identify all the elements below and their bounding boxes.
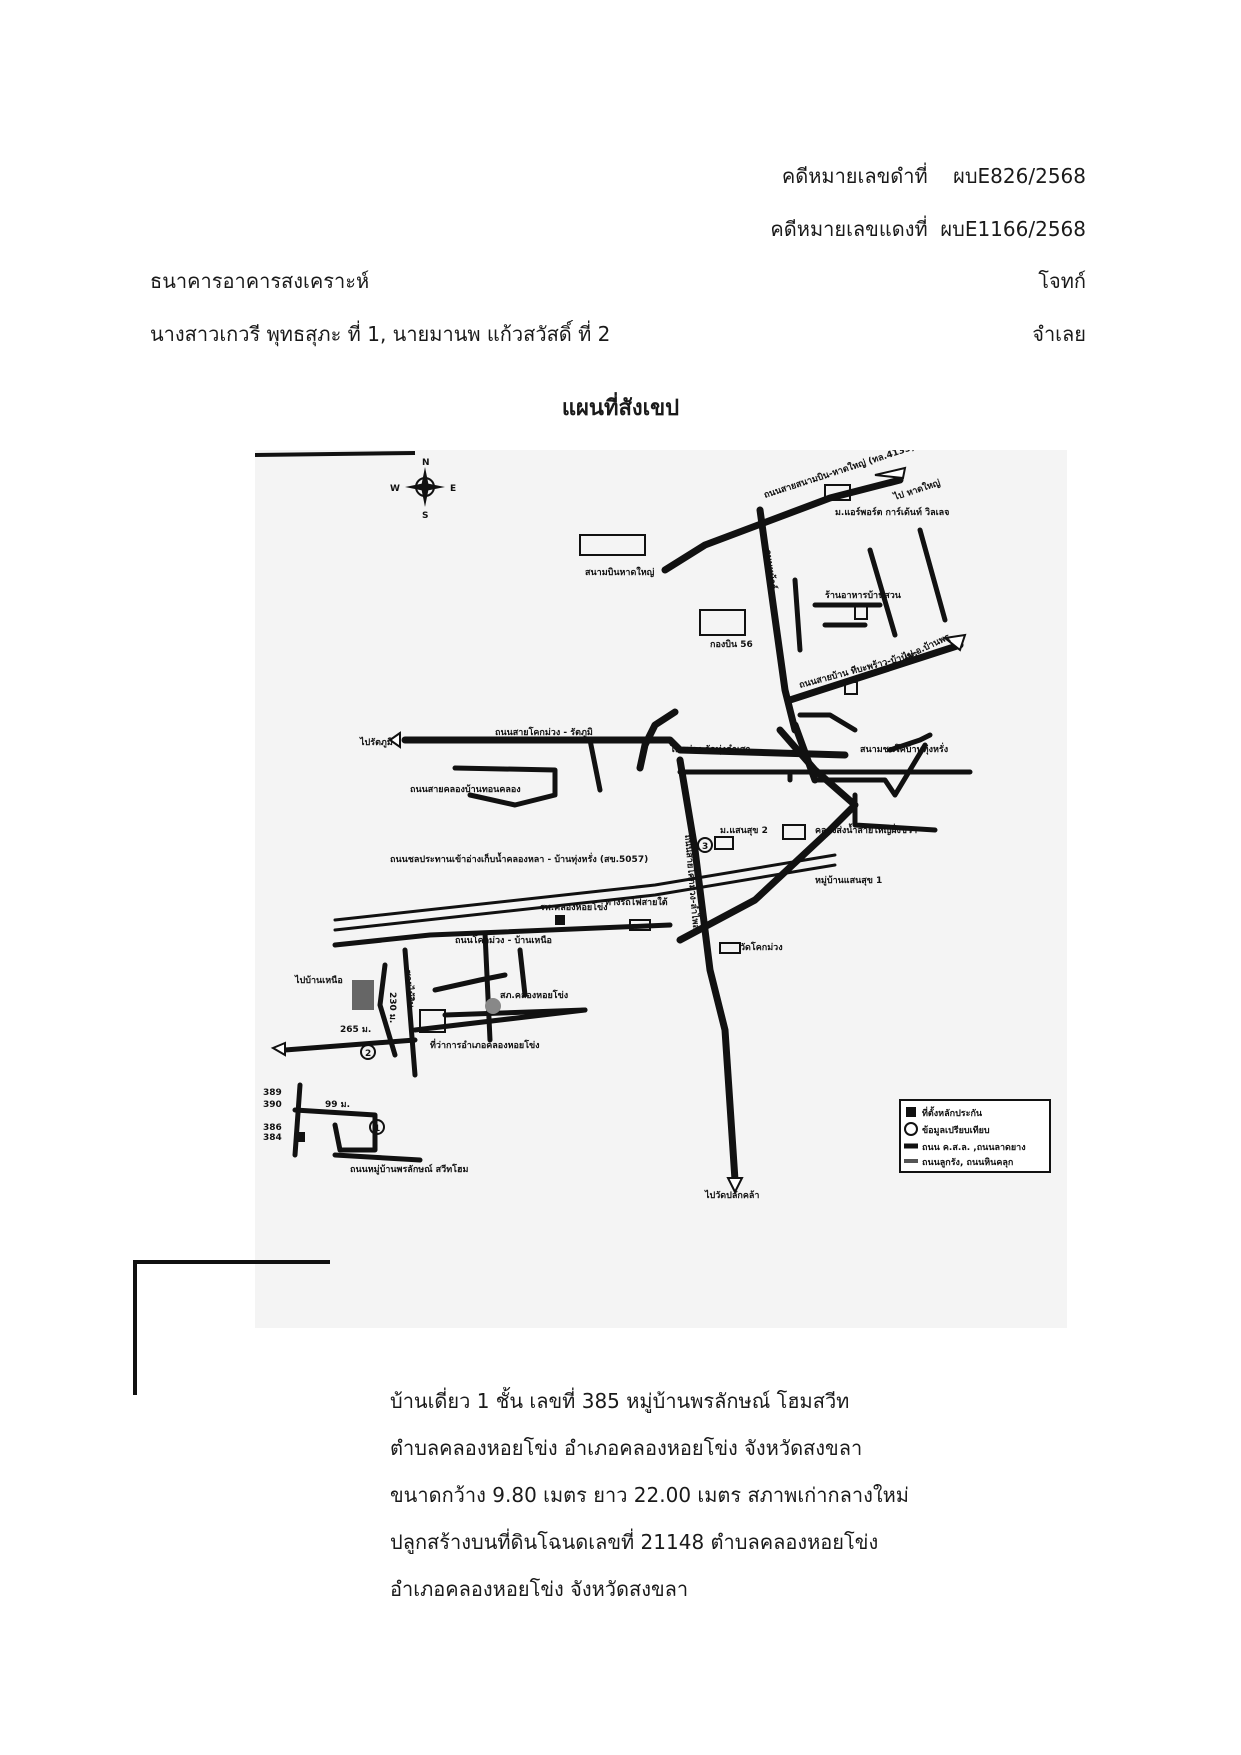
legend-comparison-label: ข้อมูลเปรียบเทียบ: [922, 1125, 990, 1136]
collateral-location-icon: [295, 1132, 305, 1142]
legend-paved-label: ถนน ค.ส.ล. ,ถนนลาดยาง: [922, 1143, 1026, 1153]
label-hospital: รพ.คลองหอยโข่ง: [540, 901, 608, 913]
marker-1-icon: [369, 1119, 385, 1135]
stadium-icon: [352, 980, 374, 1010]
label-wat: วัดโคกม่วง: [740, 941, 783, 953]
label-dist-265: 265 ม.: [340, 1025, 371, 1035]
label-village-road: ถนนหมู่บ้านพรลักษณ์ สวีทโฮม: [350, 1163, 468, 1175]
wing56-icon: [699, 609, 746, 636]
marker-1-label: 1: [374, 1124, 380, 1134]
direction-arrows: [270, 466, 967, 1195]
label-seansuk2: ม.แสนสุข 2: [720, 826, 768, 836]
label-school: สภ.คลองหอยโข่ง: [500, 989, 568, 1001]
arrow-hatyai-icon: [874, 466, 907, 480]
label-canal: คลองส่งน้ำสายใหญ่ฝั่งขวา: [815, 823, 917, 836]
description-line-5: อำเภอคลองหอยโข่ง จังหวัดสงขลา: [390, 1577, 689, 1601]
label-wing56: กองบิน 56: [710, 639, 753, 650]
map-title: แผนที่สังเขป: [561, 396, 680, 421]
description-line-2: ตำบลคลองหอยโข่ง อำเภอคลองหอยโข่ง จังหวัด…: [390, 1436, 863, 1460]
field-icon: [844, 681, 858, 695]
red-case-value: ผบE1166/2568: [940, 217, 1086, 241]
railway: [333, 853, 837, 932]
sketch-map: N S E W: [255, 450, 1067, 1328]
road-right-east: [786, 641, 964, 704]
black-case-value: ผบE826/2568: [953, 164, 1086, 188]
label-lot-384: 384: [263, 1133, 282, 1143]
description-line-3: ขนาดกว้าง 9.80 เมตร ยาว 22.00 เมตร สภาพเ…: [390, 1483, 909, 1507]
label-khokmuang: โคกม่วง วัดทุ่งตำเสา: [669, 743, 751, 755]
legend-collateral-label: ที่ตั้งหลักประกัน: [922, 1106, 983, 1119]
arrow-plakkhao-icon: [726, 1177, 744, 1195]
legend-comparison-icon: [904, 1122, 918, 1136]
village-seansuk1-icon: [782, 824, 806, 840]
red-case-label: คดีหมายเลขแดงที่: [770, 217, 928, 241]
map-legend: ที่ตั้งหลักประกัน ข้อมูลเปรียบเทียบ ถนน …: [899, 1099, 1051, 1173]
seansuk2-icon: [714, 836, 734, 850]
legend-collateral-icon: [906, 1107, 916, 1117]
marker-2-icon: [360, 1044, 376, 1060]
label-railway: ทางรถไฟสายใต้: [605, 896, 668, 908]
village-icon: [824, 484, 851, 501]
markers: 2 1 3: [295, 837, 713, 1142]
label-to-rattaphum: ไปรัตภูมิ: [359, 736, 393, 748]
airport-icon: [579, 534, 646, 556]
road-loop: [636, 708, 679, 772]
description-line-1: บ้านเดี่ยว 1 ชั้น เลขที่ 385 หมู่บ้านพรล…: [390, 1389, 850, 1413]
district-office-icon: [419, 1009, 446, 1033]
label-shop: ร้านอาหารบ้านสวน: [825, 590, 902, 601]
label-road-reservoir: ถนนชลประทานเข้าอ่างเก็บน้ำคลองหลา - บ้าน…: [390, 852, 648, 865]
label-dist-230: 230 ม.: [387, 992, 397, 1023]
label-lot-390: 390: [263, 1100, 282, 1110]
arrow-banphru-icon: [942, 633, 967, 652]
school-icon: [629, 919, 651, 931]
arrow-bannuea-icon: [270, 1041, 286, 1057]
label-field: สนามชนโคบ้านทุ่งหรั่ง: [860, 742, 948, 755]
label-lot-389: 389: [263, 1088, 282, 1098]
compass-e: E: [450, 484, 456, 494]
road-vertical: [676, 756, 739, 1184]
compass-icon: N S E W: [390, 458, 456, 521]
label-to-bannuea: ไปบ้านเหนือ: [294, 974, 343, 986]
defendant-role: จำเลย: [1032, 322, 1086, 346]
compass-n: N: [422, 458, 430, 468]
plaintiff-name: ธนาคารอาคารสงเคราะห์: [150, 269, 370, 293]
road-main-north: [756, 506, 799, 734]
label-road-khlong: ถนนสายคลองบ้านทอนคลอง: [410, 784, 521, 795]
compass-s: S: [422, 511, 428, 521]
legend-gravel-label: ถนนลูกรัง, ถนนหินคลุก: [922, 1157, 1013, 1168]
label-airport: สนามบินหาดใหญ่: [585, 566, 655, 578]
label-village-seansuk1: หมู่บ้านแสนสุข 1: [815, 875, 882, 886]
defendant-names: นางสาวเกวรี พุทธสุภะ ที่ 1, นายมานพ แก้ว…: [150, 322, 611, 346]
compass-w: W: [390, 484, 400, 494]
label-district-office: ที่ว่าการอำเภอคลองหอยโข่ง: [430, 1038, 540, 1051]
map-top-edge: [255, 451, 416, 457]
label-lot-386: 386: [263, 1123, 282, 1133]
label-road-north: ถนนโคกม่วง - บ้านเหนือ: [455, 934, 552, 946]
plaintiff-role: โจทก์: [1038, 269, 1086, 293]
local-roads: [282, 527, 973, 1163]
black-case-number: คดีหมายเลขดำที่ ผบE826/2568: [782, 160, 1086, 192]
map-background: [255, 450, 1067, 1328]
marker-3-label: 3: [702, 842, 708, 852]
label-dist-99: 99 ม.: [325, 1100, 350, 1110]
marker-2-label: 2: [365, 1049, 371, 1059]
restaurant-icon: [854, 604, 868, 620]
label-road-west: ถนนสายโคกม่วง - รัตภูมิ: [495, 726, 593, 738]
description-line-4: ปลูกสร้างบนที่ดินโฉนดเลขที่ 21148 ตำบลคล…: [390, 1530, 879, 1554]
red-case-number: คดีหมายเลขแดงที่ ผบE1166/2568: [770, 213, 1086, 245]
hospital-icon: [555, 915, 565, 925]
map-canvas: N S E W: [255, 450, 1067, 1328]
label-village-airport: ม.แอร์พอร์ต การ์เด้นท์ วิลเลจ: [835, 506, 949, 518]
black-case-label: คดีหมายเลขดำที่: [781, 164, 928, 188]
marker-3-icon: [697, 837, 713, 853]
arrow-rattaphum-icon: [388, 731, 401, 749]
property-description: บ้านเดี่ยว 1 ชั้น เลขที่ 385 หมู่บ้านพรล…: [390, 1378, 960, 1613]
label-soi: ซอยไม้ริม: [402, 969, 417, 1008]
label-to-plakkhao: ไปวัดปลักคล้า: [704, 1189, 759, 1201]
landmark-icons: [352, 484, 868, 1033]
wat-icon: [719, 942, 741, 954]
road-airport-hatyai: [661, 476, 904, 574]
road-west: [401, 736, 849, 759]
tree-icon: [485, 998, 501, 1014]
